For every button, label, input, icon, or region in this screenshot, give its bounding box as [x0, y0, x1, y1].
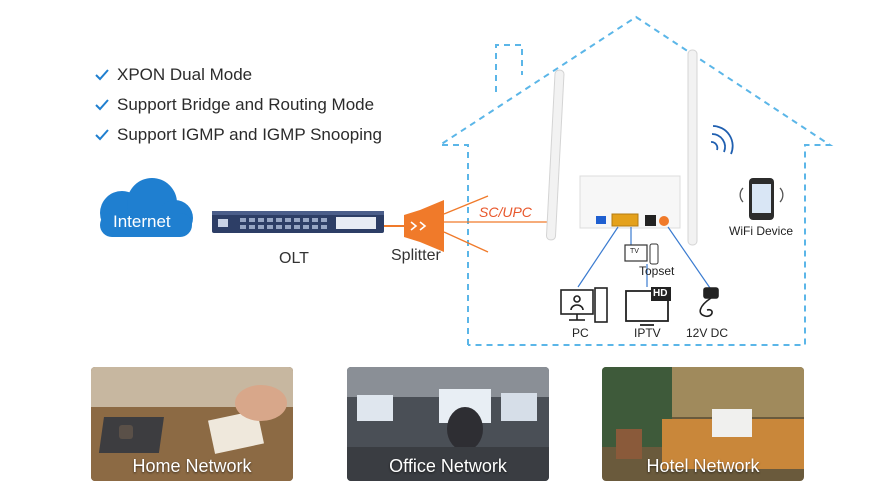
splitter-icon: [404, 200, 444, 252]
scenario-caption: Home Network: [132, 456, 252, 476]
feature-label: Support IGMP and IGMP Snooping: [117, 125, 382, 144]
checkmark-icon: [95, 69, 109, 81]
smartphone-icon: [739, 178, 784, 220]
pc-label: PC: [572, 326, 589, 340]
connector-label: SC/UPC: [479, 204, 532, 220]
feature-label: XPON Dual Mode: [117, 65, 253, 84]
feature-item: Support Bridge and Routing Mode: [93, 90, 382, 120]
power-label: 12V DC: [686, 326, 729, 340]
olt-device-icon: [212, 211, 384, 233]
iptv-label: IPTV: [634, 326, 661, 340]
feature-item: Support IGMP and IGMP Snooping: [93, 120, 382, 150]
scenario-caption: Hotel Network: [646, 456, 760, 476]
internet-cloud-icon: [100, 178, 193, 237]
internet-label: Internet: [113, 212, 171, 231]
router-ont-icon: [545, 49, 698, 246]
splitter-label: Splitter: [391, 247, 441, 264]
wifi-waves-icon: [710, 125, 734, 155]
device-links: [577, 226, 711, 289]
topset-label: Topset: [639, 264, 675, 278]
feature-label: Support Bridge and Routing Mode: [117, 95, 375, 114]
hd-badge: HD: [653, 288, 668, 299]
scenario-card-office: Office Network: [347, 367, 549, 481]
power-adapter-icon: [699, 287, 719, 318]
scenario-card-hotel: Hotel Network: [602, 367, 804, 481]
tv-badge: TV: [630, 248, 639, 255]
office-photo: [347, 367, 549, 481]
scenario-card-home: Home Network: [91, 367, 293, 481]
olt-label: OLT: [279, 250, 309, 267]
home-office-photo: [91, 367, 293, 481]
checkmark-icon: [95, 129, 109, 141]
feature-list: XPON Dual Mode Support Bridge and Routin…: [93, 60, 382, 150]
fiber-fanout: [443, 195, 548, 253]
house-chimney: [495, 44, 523, 92]
hotel-lounge-photo: [602, 367, 804, 481]
checkmark-icon: [95, 99, 109, 111]
iptv-icon: [625, 290, 669, 326]
wifi-device-label: WiFi Device: [729, 224, 794, 238]
topset-icon: [624, 243, 659, 265]
feature-item: XPON Dual Mode: [93, 60, 382, 90]
pc-icon: [560, 287, 608, 323]
scenario-caption: Office Network: [389, 456, 507, 476]
